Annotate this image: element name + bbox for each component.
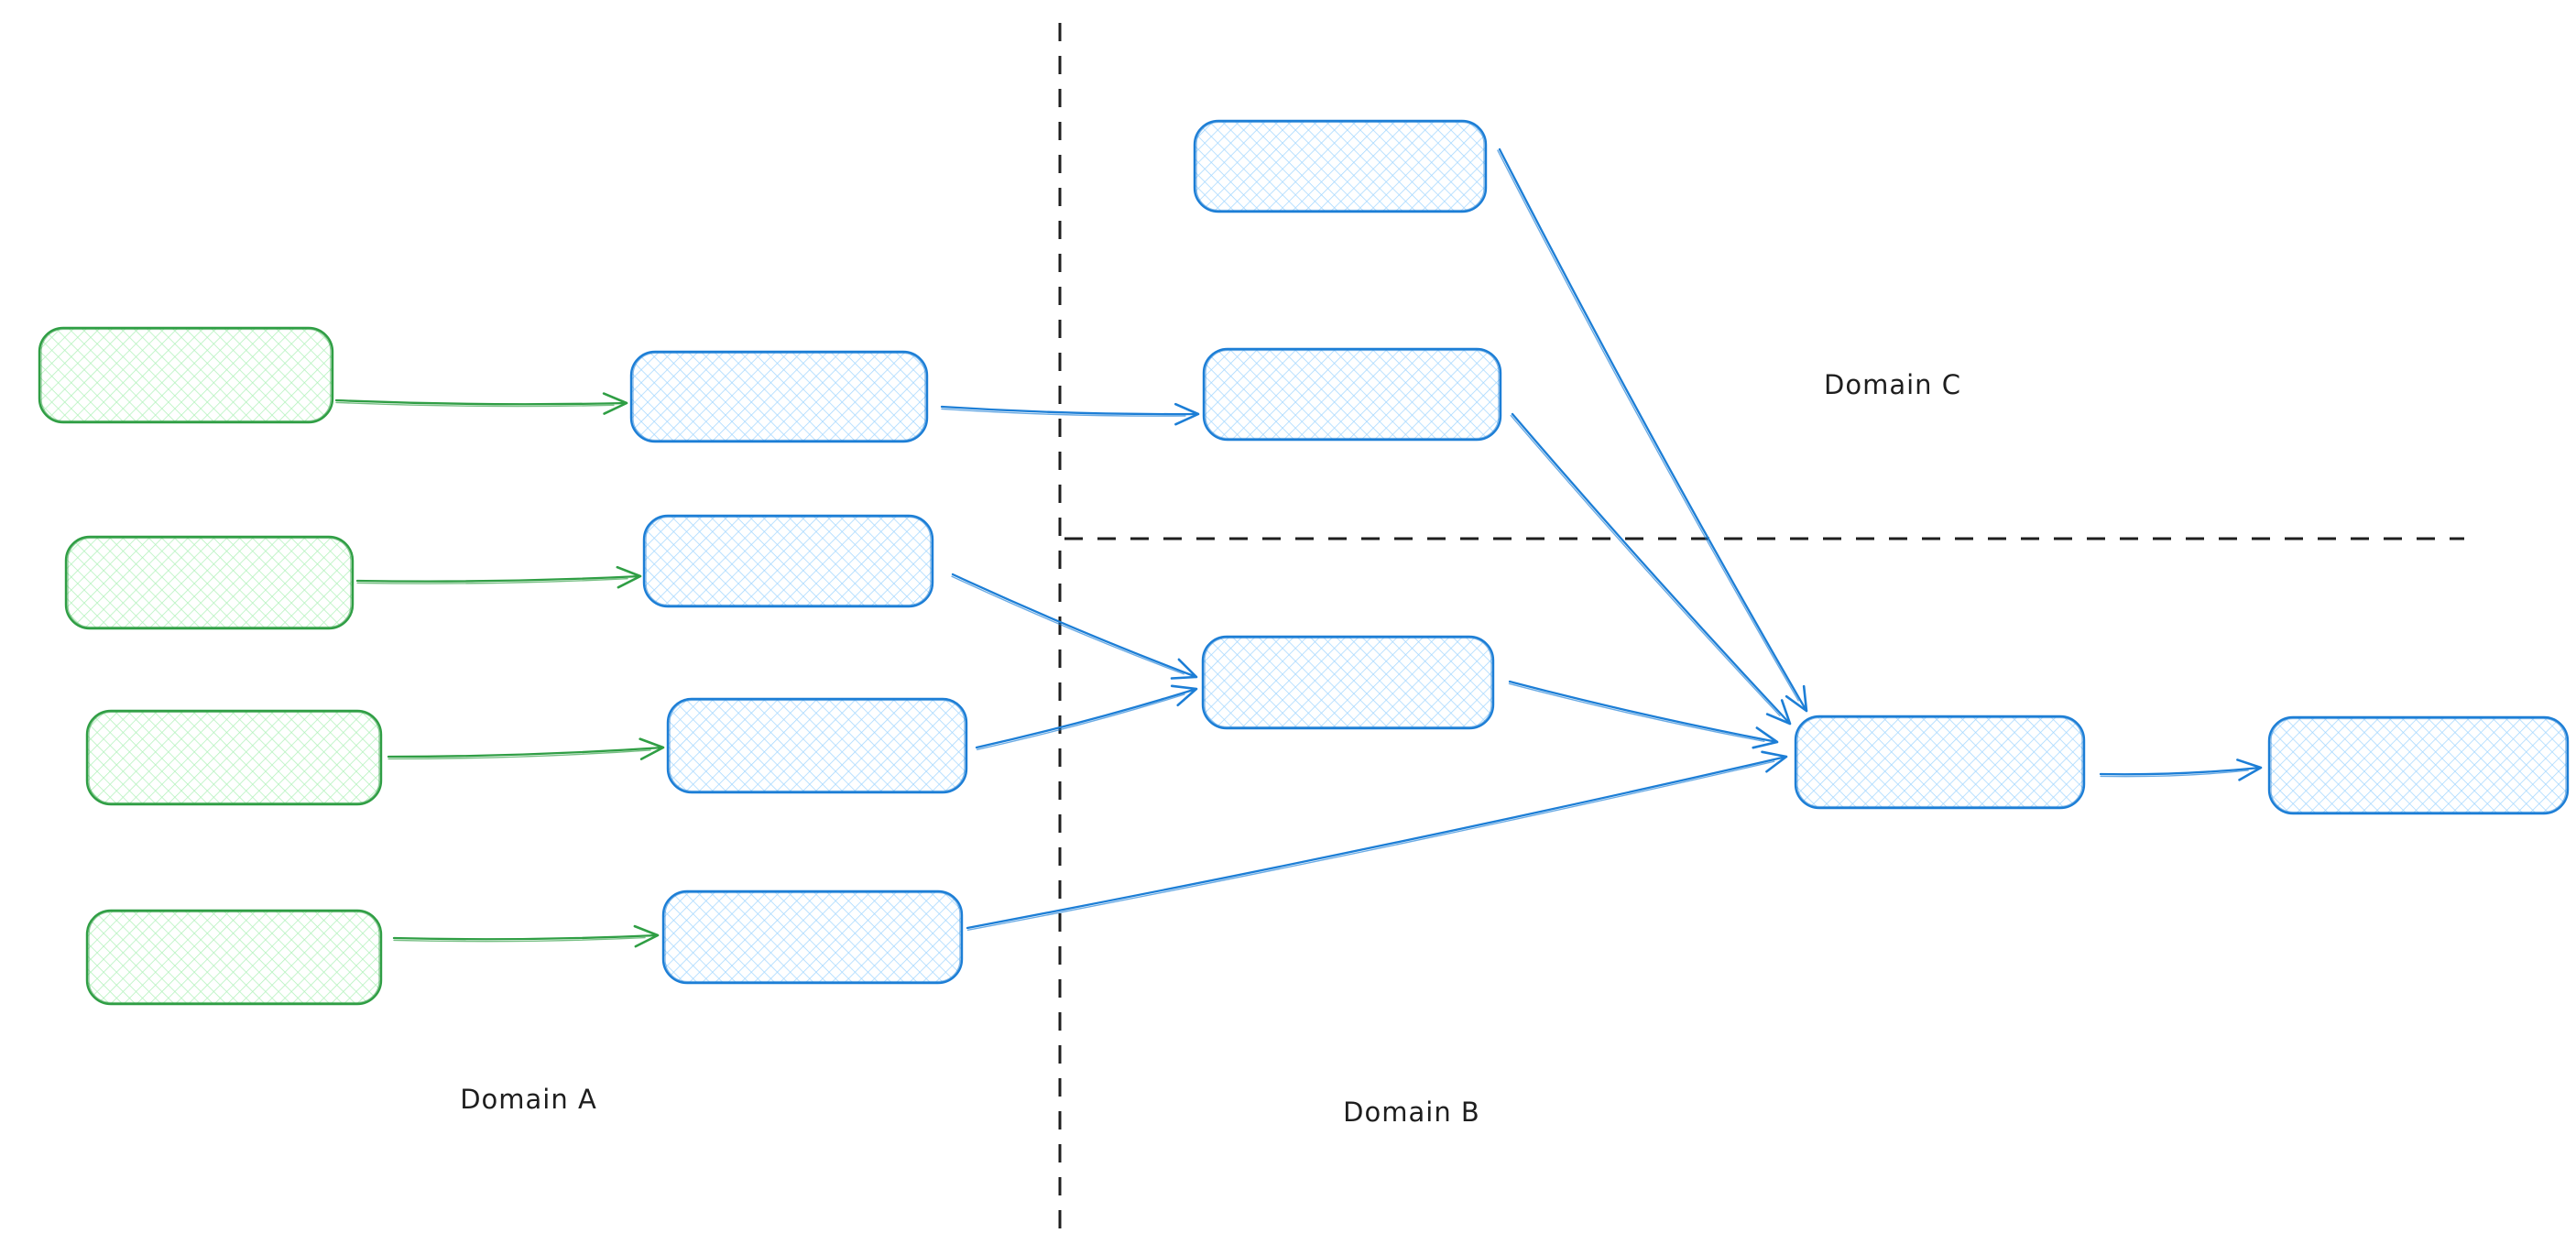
node-body xyxy=(1193,119,1488,213)
edge-blue-box-a4-to-blue-box-merge[interactable] xyxy=(966,750,1788,932)
edge-shaft-echo xyxy=(951,575,1184,675)
edge-blue-box-a1-to-blue-box-c2[interactable] xyxy=(940,402,1200,426)
edge-shaft xyxy=(975,687,1198,749)
node-green-box-1[interactable] xyxy=(38,326,334,424)
arrowhead-icon xyxy=(1785,684,1808,713)
arrowhead-icon xyxy=(1765,699,1792,726)
arrowhead-icon xyxy=(602,392,628,415)
edge-shaft-echo xyxy=(966,760,1775,932)
edge-blue-box-c1-to-blue-box-merge[interactable] xyxy=(1497,147,1808,713)
arrowhead-icon xyxy=(639,737,665,760)
edge-shaft-echo xyxy=(941,408,1186,417)
node-body xyxy=(1202,347,1502,442)
edge-blue-box-a3-to-blue-box-b1[interactable] xyxy=(975,684,1198,751)
label-domain-c[interactable]: Domain C xyxy=(1824,369,1961,400)
edge-shaft xyxy=(334,398,628,406)
node-body xyxy=(64,535,355,630)
label-layer: Domain A Domain B Domain C xyxy=(460,369,1961,1128)
edge-shaft-echo xyxy=(387,749,651,760)
node-body-echo xyxy=(1204,637,1492,728)
label-domain-b[interactable]: Domain B xyxy=(1343,1097,1480,1128)
node-body-echo xyxy=(88,911,380,1004)
edge-shaft-echo xyxy=(393,936,646,943)
arrowhead-icon xyxy=(616,565,642,589)
edge-shaft-echo xyxy=(2100,769,2249,778)
edge-blue-box-a2-to-blue-box-b1[interactable] xyxy=(951,573,1198,680)
edge-blue-box-merge-to-blue-box-final[interactable] xyxy=(2099,758,2263,781)
node-blue-box-final[interactable] xyxy=(2267,715,2570,815)
edge-shaft-echo xyxy=(335,401,615,408)
node-body-echo xyxy=(67,537,352,628)
edge-shaft xyxy=(1498,147,1808,713)
node-body-echo xyxy=(645,516,932,606)
node-blue-box-a2[interactable] xyxy=(642,514,934,608)
edge-green-box-4-to-blue-box-a4[interactable] xyxy=(392,924,660,948)
label-domain-a[interactable]: Domain A xyxy=(460,1084,597,1115)
node-green-box-3[interactable] xyxy=(85,709,383,806)
arrowhead-icon xyxy=(1761,750,1788,773)
node-body xyxy=(2267,715,2570,815)
node-blue-box-c2[interactable] xyxy=(1202,347,1502,442)
node-body-echo xyxy=(40,328,332,422)
node-body-echo xyxy=(632,352,926,442)
edge-shaft xyxy=(1511,412,1792,726)
node-body xyxy=(1794,715,2086,810)
node-blue-box-b1[interactable] xyxy=(1201,635,1495,730)
node-body-echo xyxy=(1195,121,1485,212)
node-body xyxy=(1201,635,1495,730)
node-body-echo xyxy=(88,711,380,804)
node-body-echo xyxy=(1796,716,2083,808)
node-body xyxy=(629,350,929,443)
node-body-echo xyxy=(1205,349,1500,440)
edge-shaft xyxy=(966,755,1788,930)
arrowhead-icon xyxy=(1752,726,1779,749)
node-body-echo xyxy=(669,699,966,792)
arrowhead-icon xyxy=(1173,402,1200,426)
node-body xyxy=(666,697,968,794)
arrowhead-icon xyxy=(1170,684,1198,707)
node-blue-box-c1[interactable] xyxy=(1193,119,1488,213)
edge-shaft-echo xyxy=(1510,414,1781,716)
edge-green-box-3-to-blue-box-a3[interactable] xyxy=(387,737,665,760)
edge-shaft-echo xyxy=(1497,149,1799,702)
node-blue-box-a3[interactable] xyxy=(666,697,968,794)
node-green-box-2[interactable] xyxy=(64,535,355,630)
node-blue-box-merge[interactable] xyxy=(1794,715,2086,810)
node-blue-box-a4[interactable] xyxy=(661,889,964,985)
edge-shaft-echo xyxy=(976,693,1185,751)
edge-shaft xyxy=(387,746,665,758)
edge-shaft xyxy=(355,574,642,583)
node-body-echo xyxy=(664,891,961,983)
edge-green-box-2-to-blue-box-a2[interactable] xyxy=(355,565,642,589)
node-body xyxy=(642,514,934,608)
node-body xyxy=(38,326,334,424)
edge-blue-box-c2-to-blue-box-merge[interactable] xyxy=(1510,412,1792,726)
node-body-echo xyxy=(2270,717,2567,813)
edge-shaft-echo xyxy=(356,577,628,584)
edge-shaft xyxy=(940,405,1200,416)
node-layer xyxy=(38,119,2570,1006)
edge-shaft xyxy=(951,573,1198,679)
edge-shaft xyxy=(392,933,660,941)
node-blue-box-a1[interactable] xyxy=(629,350,929,443)
arrowhead-icon xyxy=(2236,758,2263,781)
node-body xyxy=(661,889,964,985)
node-body xyxy=(85,909,383,1006)
edge-green-box-1-to-blue-box-a1[interactable] xyxy=(334,392,628,415)
edge-shaft xyxy=(2099,766,2263,776)
edge-blue-box-b1-to-blue-box-merge[interactable] xyxy=(1508,680,1779,749)
edge-shaft-echo xyxy=(1508,682,1765,742)
node-body xyxy=(85,709,383,806)
arrowhead-icon xyxy=(1170,658,1198,680)
divider-layer xyxy=(1058,23,2464,1239)
edge-shaft xyxy=(1508,680,1779,744)
edge-layer xyxy=(334,147,2263,948)
arrowhead-icon xyxy=(633,924,660,948)
node-green-box-4[interactable] xyxy=(85,909,383,1006)
